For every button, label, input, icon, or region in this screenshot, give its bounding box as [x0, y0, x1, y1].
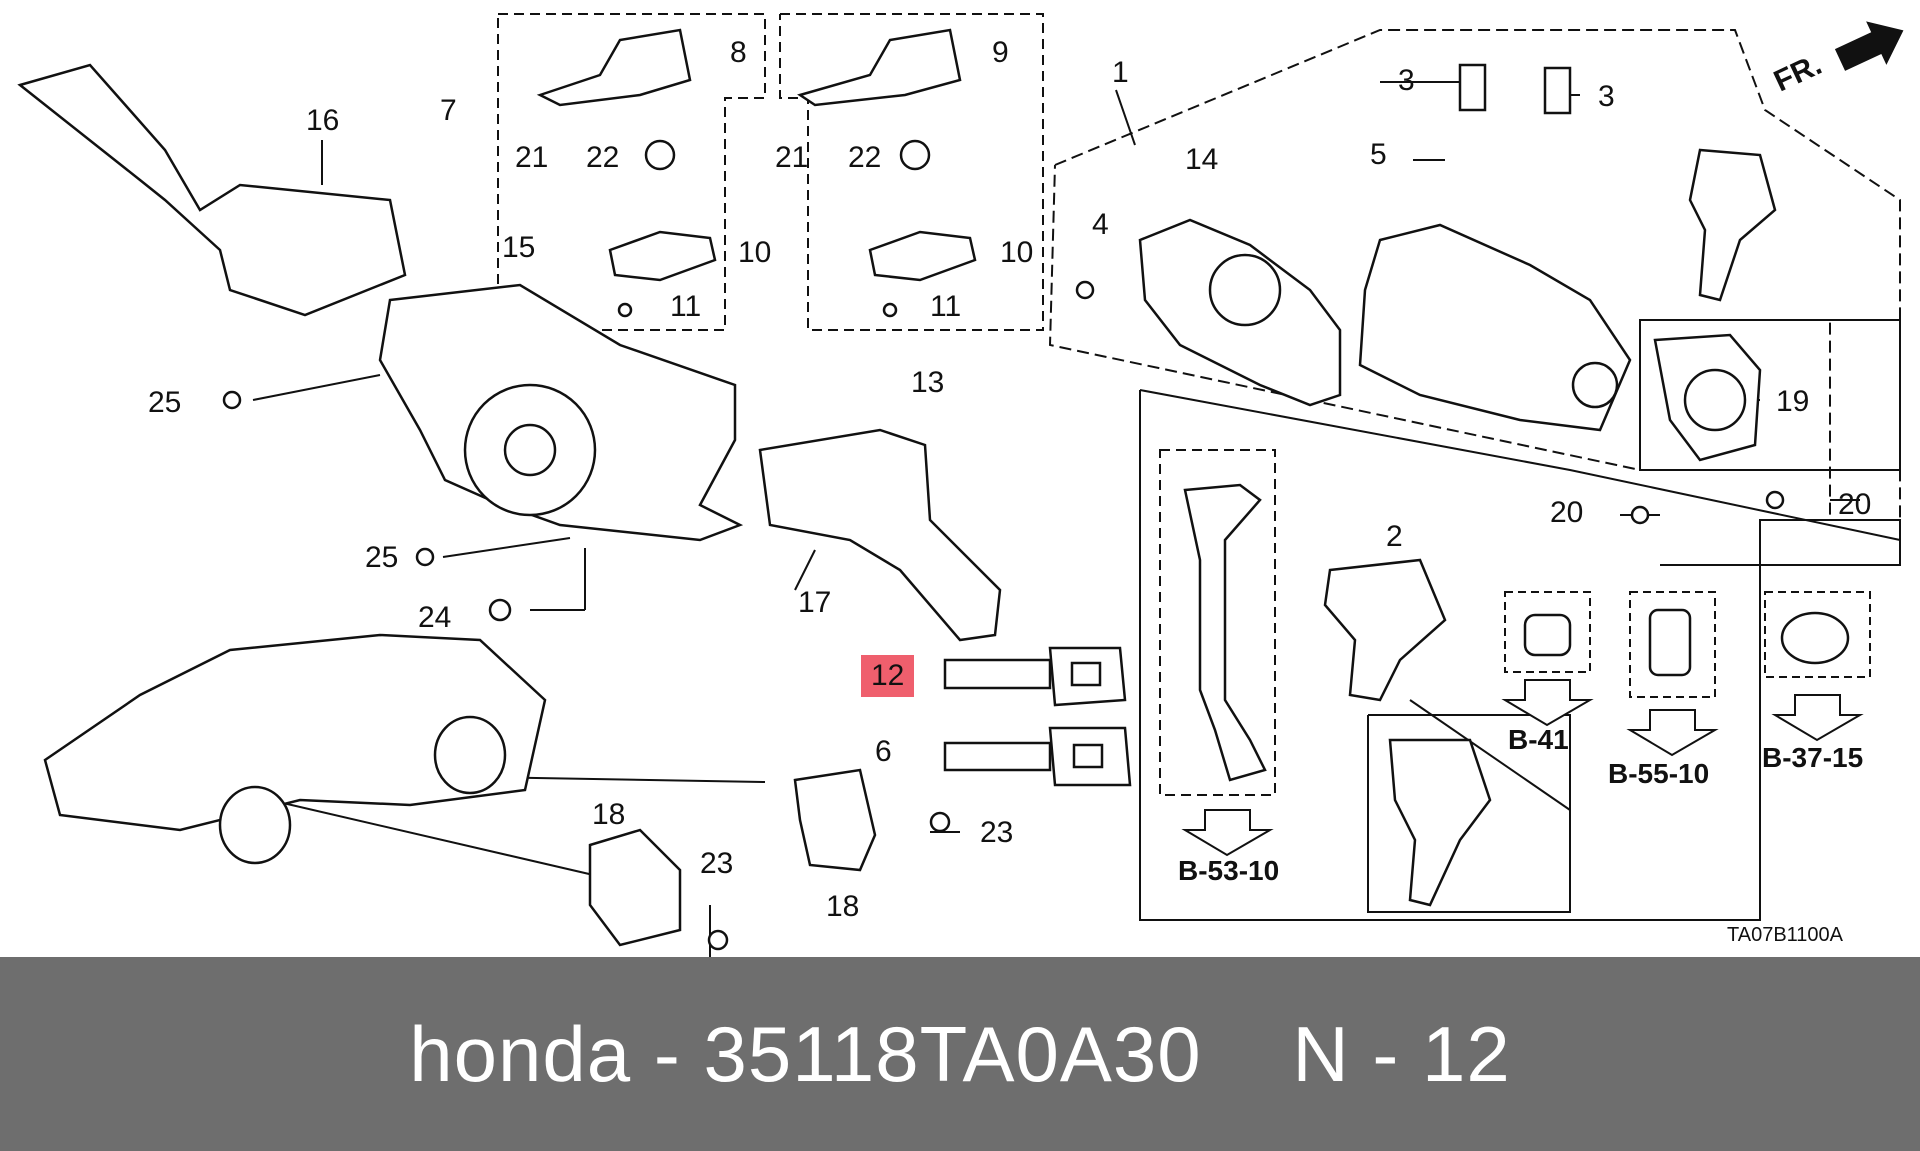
ref-b41: B-41: [1508, 724, 1569, 755]
callout-22b: 22: [848, 141, 882, 174]
door-switch-18b: [793, 768, 877, 872]
callout-14: 14: [1185, 143, 1219, 176]
callout-3a: 3: [1398, 64, 1415, 97]
callout-10b: 10: [1000, 236, 1034, 269]
ref-b53-10: B-53-10: [1178, 855, 1280, 886]
callout-2: 2: [1386, 520, 1403, 553]
front-direction-arrow: [1834, 21, 1904, 71]
wiper-switch-17: [758, 428, 1002, 642]
callout-22a: 22: [586, 141, 620, 174]
door-switch-18a: [588, 828, 682, 947]
callout-5: 5: [1370, 138, 1387, 171]
keyset-lower: [1388, 738, 1492, 907]
callout-20b: 20: [1838, 488, 1872, 521]
cylinder-b41: [1523, 613, 1572, 657]
cable-b53: [1183, 483, 1267, 782]
box-b37-outline: [1764, 591, 1871, 678]
vehicle-outline: [43, 633, 547, 832]
callout-15: 15: [502, 231, 536, 264]
callout-1: 1: [1112, 56, 1129, 89]
fob-plate-10b: [868, 230, 977, 282]
callout-18a: 18: [592, 798, 626, 831]
light-switch-16: [17, 63, 407, 317]
callout-23a: 23: [700, 847, 734, 880]
callout-16: 16: [306, 104, 340, 137]
box-b55-outline: [1629, 591, 1716, 698]
callout-19: 19: [1776, 385, 1810, 418]
callout-20a: 20: [1550, 496, 1584, 529]
caption-band: honda - 35118TA0A30 N - 12: [0, 957, 1920, 1151]
keyset-center: [1323, 558, 1447, 702]
key-6: [943, 726, 1132, 787]
diagram-code: TA07B1100A: [1727, 924, 1844, 946]
assembly-1-outline: [1048, 29, 1901, 521]
callout-25b: 25: [365, 541, 399, 574]
arrow-b41: [1501, 679, 1594, 727]
callout-11a: 11: [670, 290, 702, 323]
callout-25a: 25: [148, 386, 182, 419]
box-19-outline: [1639, 319, 1901, 471]
ref-b37-15: B-37-15: [1762, 742, 1864, 773]
parts-diagram-drawing: FR.: [17, 13, 1904, 957]
callout-7: 7: [440, 94, 457, 127]
key-12: [943, 646, 1127, 707]
ref-b55-10: B-55-10: [1608, 758, 1710, 789]
callout-10a: 10: [738, 236, 772, 269]
callout-3b: 3: [1598, 80, 1615, 113]
callout-21b: 21: [775, 141, 809, 174]
callout-8: 8: [730, 36, 747, 69]
callout-18b: 18: [826, 890, 860, 923]
steering-lock-2: [1358, 223, 1632, 432]
callout-24: 24: [418, 601, 452, 634]
callout-23b: 23: [980, 816, 1014, 849]
fob-8: [536, 28, 692, 107]
callout-21a: 21: [515, 141, 549, 174]
keyset-top: [1688, 148, 1777, 302]
fob-group-13-outline: [779, 13, 1044, 331]
box-b41-outline: [1504, 591, 1591, 673]
arrow-b55: [1626, 709, 1719, 757]
callout-17: 17: [798, 586, 832, 619]
callout-6: 6: [875, 735, 892, 768]
fob-9: [797, 28, 962, 107]
box-b53-outline: [1159, 449, 1276, 796]
fob-plate-10a: [608, 230, 717, 282]
part-caption: honda - 35118TA0A30 N - 12: [409, 1009, 1511, 1098]
cylinder-b55: [1648, 608, 1692, 677]
cylinder-b37: [1780, 611, 1850, 665]
callout-4: 4: [1092, 208, 1109, 241]
arrow-b37: [1771, 694, 1864, 742]
parts-diagram: FR. 1 2 3 3 4 5 6 7 8 9 10 10 11 11 12 1…: [17, 13, 1904, 957]
keyset-lower-outline: [1367, 714, 1571, 913]
keyset-2-outline: [1139, 390, 1901, 921]
callout-11b: 11: [930, 290, 962, 323]
callout-12-highlighted: 12: [861, 655, 915, 697]
callout-9: 9: [992, 36, 1009, 69]
callout-13: 13: [911, 366, 945, 399]
arrow-b53: [1181, 809, 1274, 857]
front-direction-label: FR.: [1769, 48, 1827, 98]
